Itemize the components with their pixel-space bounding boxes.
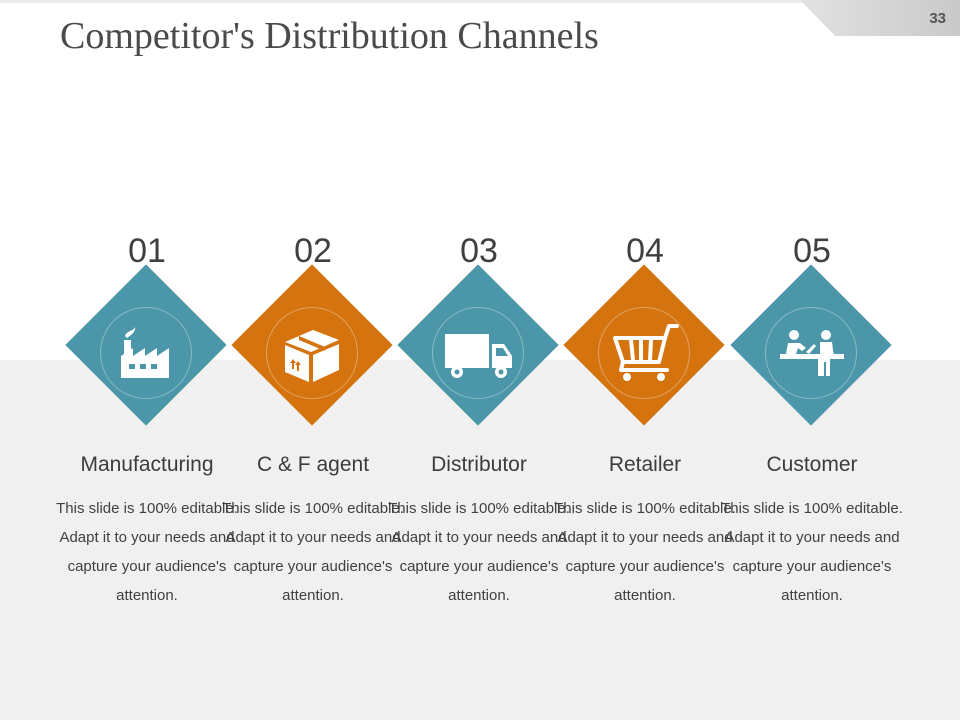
step-label: C & F agent bbox=[256, 453, 370, 476]
step-description: This slide is 100% editable. Adapt it to… bbox=[222, 500, 404, 604]
step-description: This slide is 100% editable. Adapt it to… bbox=[554, 500, 736, 604]
step-retailer: 04 Retailer This slide is 100% editable.… bbox=[554, 232, 736, 652]
delivery-truck-icon bbox=[445, 334, 512, 378]
step-label: Retailer bbox=[608, 453, 682, 476]
step-number: 03 bbox=[460, 232, 498, 270]
step-label: Customer bbox=[766, 453, 858, 476]
step-number: 02 bbox=[294, 232, 332, 270]
step-distributor: 03 Distributor This slide is 100% editab… bbox=[388, 232, 570, 652]
top-divider bbox=[0, 0, 830, 3]
diamond-ring bbox=[432, 307, 524, 399]
customer-counter-icon bbox=[780, 330, 844, 376]
step-label: Manufacturing bbox=[80, 453, 214, 476]
step-label: Distributor bbox=[431, 453, 527, 476]
diamond-ring bbox=[765, 307, 857, 399]
package-box-icon bbox=[285, 330, 339, 382]
step-description: This slide is 100% editable. Adapt it to… bbox=[388, 500, 570, 604]
slide-title: Competitor's Distribution Channels bbox=[60, 15, 599, 57]
shopping-cart-icon bbox=[613, 324, 679, 381]
step-customer: 05 Customer This slide is 100% editable.… bbox=[721, 232, 903, 652]
step-cf-agent: 02 C & F agent This slide is 100% editab… bbox=[222, 232, 404, 652]
step-number: 01 bbox=[128, 232, 166, 270]
step-description: This slide is 100% editable. Adapt it to… bbox=[721, 500, 903, 604]
step-manufacturing: 01 Manufacturing This slide is 100% edit… bbox=[56, 232, 238, 652]
step-number: 04 bbox=[626, 232, 664, 270]
diamond-ring bbox=[266, 307, 358, 399]
page-number: 33 bbox=[929, 10, 946, 27]
step-description: This slide is 100% editable. Adapt it to… bbox=[56, 500, 238, 604]
factory-icon bbox=[121, 327, 169, 378]
diamond-ring bbox=[598, 307, 690, 399]
step-number: 05 bbox=[793, 232, 831, 270]
diamond-ring bbox=[100, 307, 192, 399]
